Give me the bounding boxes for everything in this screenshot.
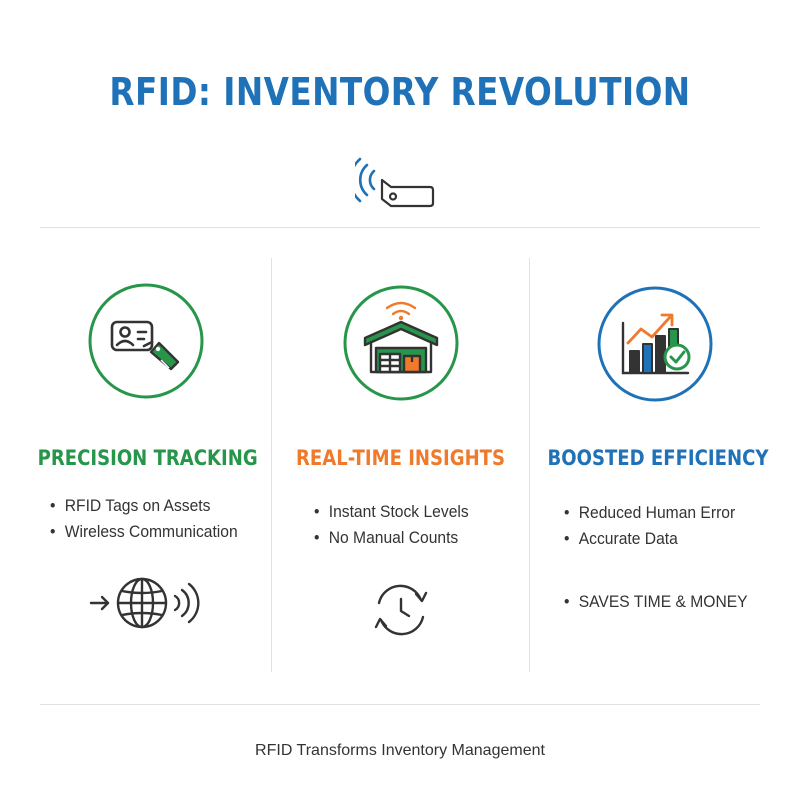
bottom-divider (40, 704, 760, 705)
column-divider (271, 258, 272, 672)
list-item: Wireless Communication (50, 519, 238, 545)
list-item: No Manual Counts (314, 525, 469, 551)
list-item: Accurate Data (564, 526, 735, 552)
list-item: RFID Tags on Assets (50, 493, 238, 519)
clock-refresh-icon (374, 584, 428, 636)
id-card-tag-icon (88, 283, 204, 399)
bar-chart-check-icon (597, 286, 713, 402)
column-title: BOOSTED EFFICIENCY (547, 446, 769, 470)
savings-callout: SAVES TIME & MONEY (564, 592, 748, 612)
rfid-tag-signal-icon (355, 157, 435, 208)
warehouse-wifi-icon (343, 285, 458, 401)
column-boosted-efficiency: BOOSTED EFFICIENCY Reduced Human Error A… (530, 0, 780, 800)
bullet-list: Reduced Human Error Accurate Data (564, 500, 750, 552)
list-item: Instant Stock Levels (314, 499, 469, 525)
column-title: PRECISION TRACKING (37, 446, 258, 470)
page-title: RFID: INVENTORY REVOLUTION (109, 70, 691, 114)
top-divider (40, 227, 760, 228)
column-precision-tracking: PRECISION TRACKING RFID Tags on Assets W… (20, 0, 272, 800)
column-divider (529, 258, 530, 672)
bullet-list: Instant Stock Levels No Manual Counts (314, 499, 482, 551)
column-title: REAL-TIME INSIGHTS (295, 446, 506, 470)
list-item: Reduced Human Error (564, 500, 735, 526)
footer-caption: RFID Transforms Inventory Management (255, 742, 545, 759)
column-real-time-insights: REAL-TIME INSIGHTS Instant Stock Levels … (272, 0, 529, 800)
globe-signal-icon (89, 577, 200, 629)
bullet-list: RFID Tags on Assets Wireless Communicati… (50, 493, 254, 545)
